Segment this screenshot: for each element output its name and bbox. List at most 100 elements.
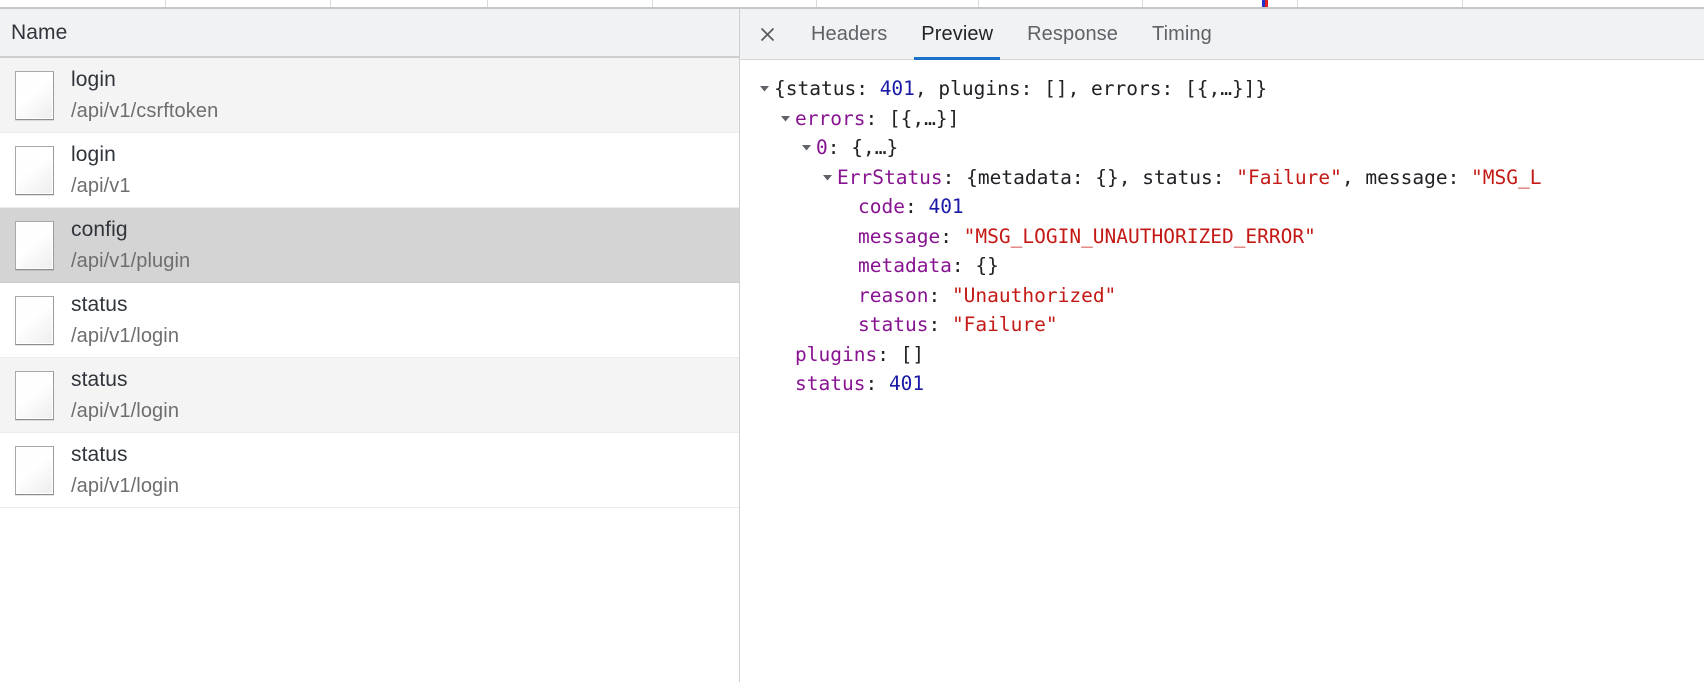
request-list-header: Name — [0, 9, 739, 58]
table-row[interactable]: status/api/v1/login — [0, 358, 739, 433]
json-token: : [] — [1020, 77, 1068, 100]
tab-headers[interactable]: Headers — [811, 22, 888, 45]
json-token: : {,…} — [827, 136, 899, 159]
json-token: : — [928, 313, 952, 336]
column-separator[interactable] — [1142, 0, 1143, 7]
file-icon — [15, 220, 54, 270]
request-path: /api/v1 — [71, 175, 131, 197]
file-icon — [15, 370, 54, 420]
json-line: metadata: {} — [754, 251, 1704, 281]
json-token: message — [1365, 165, 1448, 189]
file-icon — [15, 295, 54, 345]
json-token: errors — [795, 106, 866, 130]
tab-timing[interactable]: Timing — [1152, 22, 1212, 45]
row-text: config/api/v1/plugin — [71, 219, 190, 271]
request-list-panel: Name login/api/v1/csrftoken login/api/v1 c… — [0, 9, 739, 682]
request-name: login — [71, 143, 116, 166]
json-token: status — [785, 77, 857, 100]
json-token: code — [858, 195, 905, 218]
json-token: message — [858, 224, 941, 248]
json-token: : — [1447, 165, 1472, 189]
column-separator[interactable] — [1462, 0, 1463, 7]
preview-json-tree[interactable]: {status: 401, plugins: [], errors: [{,…}… — [740, 60, 1704, 680]
json-token: , — [1341, 165, 1366, 189]
request-path: /api/v1/login — [71, 325, 180, 347]
column-separator[interactable] — [330, 0, 331, 7]
json-token: : {} — [951, 254, 999, 277]
column-separator[interactable] — [165, 0, 166, 7]
json-token: : [{,…}]} — [1161, 77, 1268, 100]
request-path: /api/v1/login — [71, 475, 180, 497]
json-token: status — [795, 372, 866, 395]
file-icon — [15, 145, 54, 195]
request-detail-panel: Headers Preview Response Timing {status: 40… — [739, 9, 1704, 682]
json-line: status: 401 — [754, 369, 1704, 399]
json-token: plugins — [795, 342, 878, 366]
request-list: login/api/v1/csrftoken login/api/v1 config… — [0, 58, 739, 508]
truncated-column-header-strip — [0, 0, 1704, 9]
json-token: : — [940, 224, 964, 248]
column-separator[interactable] — [978, 0, 979, 7]
json-line: reason: "Unauthorized" — [754, 281, 1704, 311]
json-line: status: "Failure" — [754, 310, 1704, 340]
json-line: message: "MSG_LOGIN_UNAUTHORIZED_ERROR" — [754, 222, 1704, 252]
request-path: /api/v1/csrftoken — [71, 100, 219, 122]
close-icon[interactable] — [752, 19, 782, 49]
table-row[interactable]: status/api/v1/login — [0, 283, 739, 358]
json-token: , — [914, 77, 939, 100]
tab-response[interactable]: Response — [1027, 22, 1118, 45]
request-path: /api/v1/plugin — [71, 250, 191, 272]
json-line: {status: 401, plugins: [], errors: [{,…}… — [754, 74, 1704, 104]
json-token: status — [858, 313, 929, 336]
json-token: metadata — [858, 254, 952, 277]
json-token: plugins — [938, 77, 1021, 100]
column-separator[interactable] — [816, 0, 817, 7]
json-token: "Failure" — [1236, 165, 1342, 189]
json-token: : — [865, 372, 889, 395]
json-token: "MSG_L — [1471, 165, 1542, 189]
json-line: ErrStatus: {metadata: {}, status: "Failu… — [754, 163, 1704, 193]
table-row[interactable]: config/api/v1/plugin — [0, 208, 739, 283]
table-row[interactable]: status/api/v1/login — [0, 433, 739, 508]
row-text: status/api/v1/login — [71, 444, 179, 496]
json-line: plugins: [] — [754, 340, 1704, 370]
column-separator[interactable] — [1297, 0, 1298, 7]
column-separator[interactable] — [652, 0, 653, 7]
request-name: status — [71, 443, 128, 466]
json-token: metadata — [977, 165, 1072, 189]
json-token: , — [1067, 77, 1092, 100]
request-name: status — [71, 293, 128, 316]
row-text: status/api/v1/login — [71, 369, 179, 421]
header-bottom-rule — [0, 7, 1704, 9]
json-token: status — [1142, 165, 1213, 189]
column-header-name[interactable]: Name — [11, 20, 68, 44]
tab-preview[interactable]: Preview — [904, 9, 1010, 60]
json-token: : — [1212, 165, 1237, 189]
json-token: "MSG_LOGIN_UNAUTHORIZED_ERROR" — [963, 224, 1316, 248]
json-line: 0: {,…} — [754, 133, 1704, 163]
json-token: : [{,…}] — [865, 106, 960, 130]
json-token: : — [904, 195, 929, 218]
json-token: 401 — [928, 195, 964, 218]
json-token: errors — [1091, 77, 1162, 100]
row-text: login/api/v1 — [71, 144, 131, 196]
json-token: : { — [942, 165, 978, 189]
json-token: "Unauthorized" — [951, 283, 1117, 307]
table-row[interactable]: login/api/v1/csrftoken — [0, 58, 739, 133]
file-icon — [15, 70, 54, 120]
json-token: 0 — [816, 136, 828, 159]
file-icon — [15, 445, 54, 495]
column-separator[interactable] — [487, 0, 488, 7]
request-name: config — [71, 218, 128, 241]
table-row[interactable]: login/api/v1 — [0, 133, 739, 208]
red-blue-marker-icon — [1262, 0, 1268, 7]
json-token: "Failure" — [951, 313, 1058, 336]
detail-tabbar: Headers Preview Response Timing — [740, 9, 1704, 60]
row-text: login/api/v1/csrftoken — [71, 69, 218, 121]
json-token: : {}, — [1071, 165, 1143, 189]
request-path: /api/v1/login — [71, 400, 180, 422]
json-token: 401 — [879, 77, 915, 100]
json-token: : — [928, 283, 952, 307]
json-line: code: 401 — [754, 192, 1704, 222]
